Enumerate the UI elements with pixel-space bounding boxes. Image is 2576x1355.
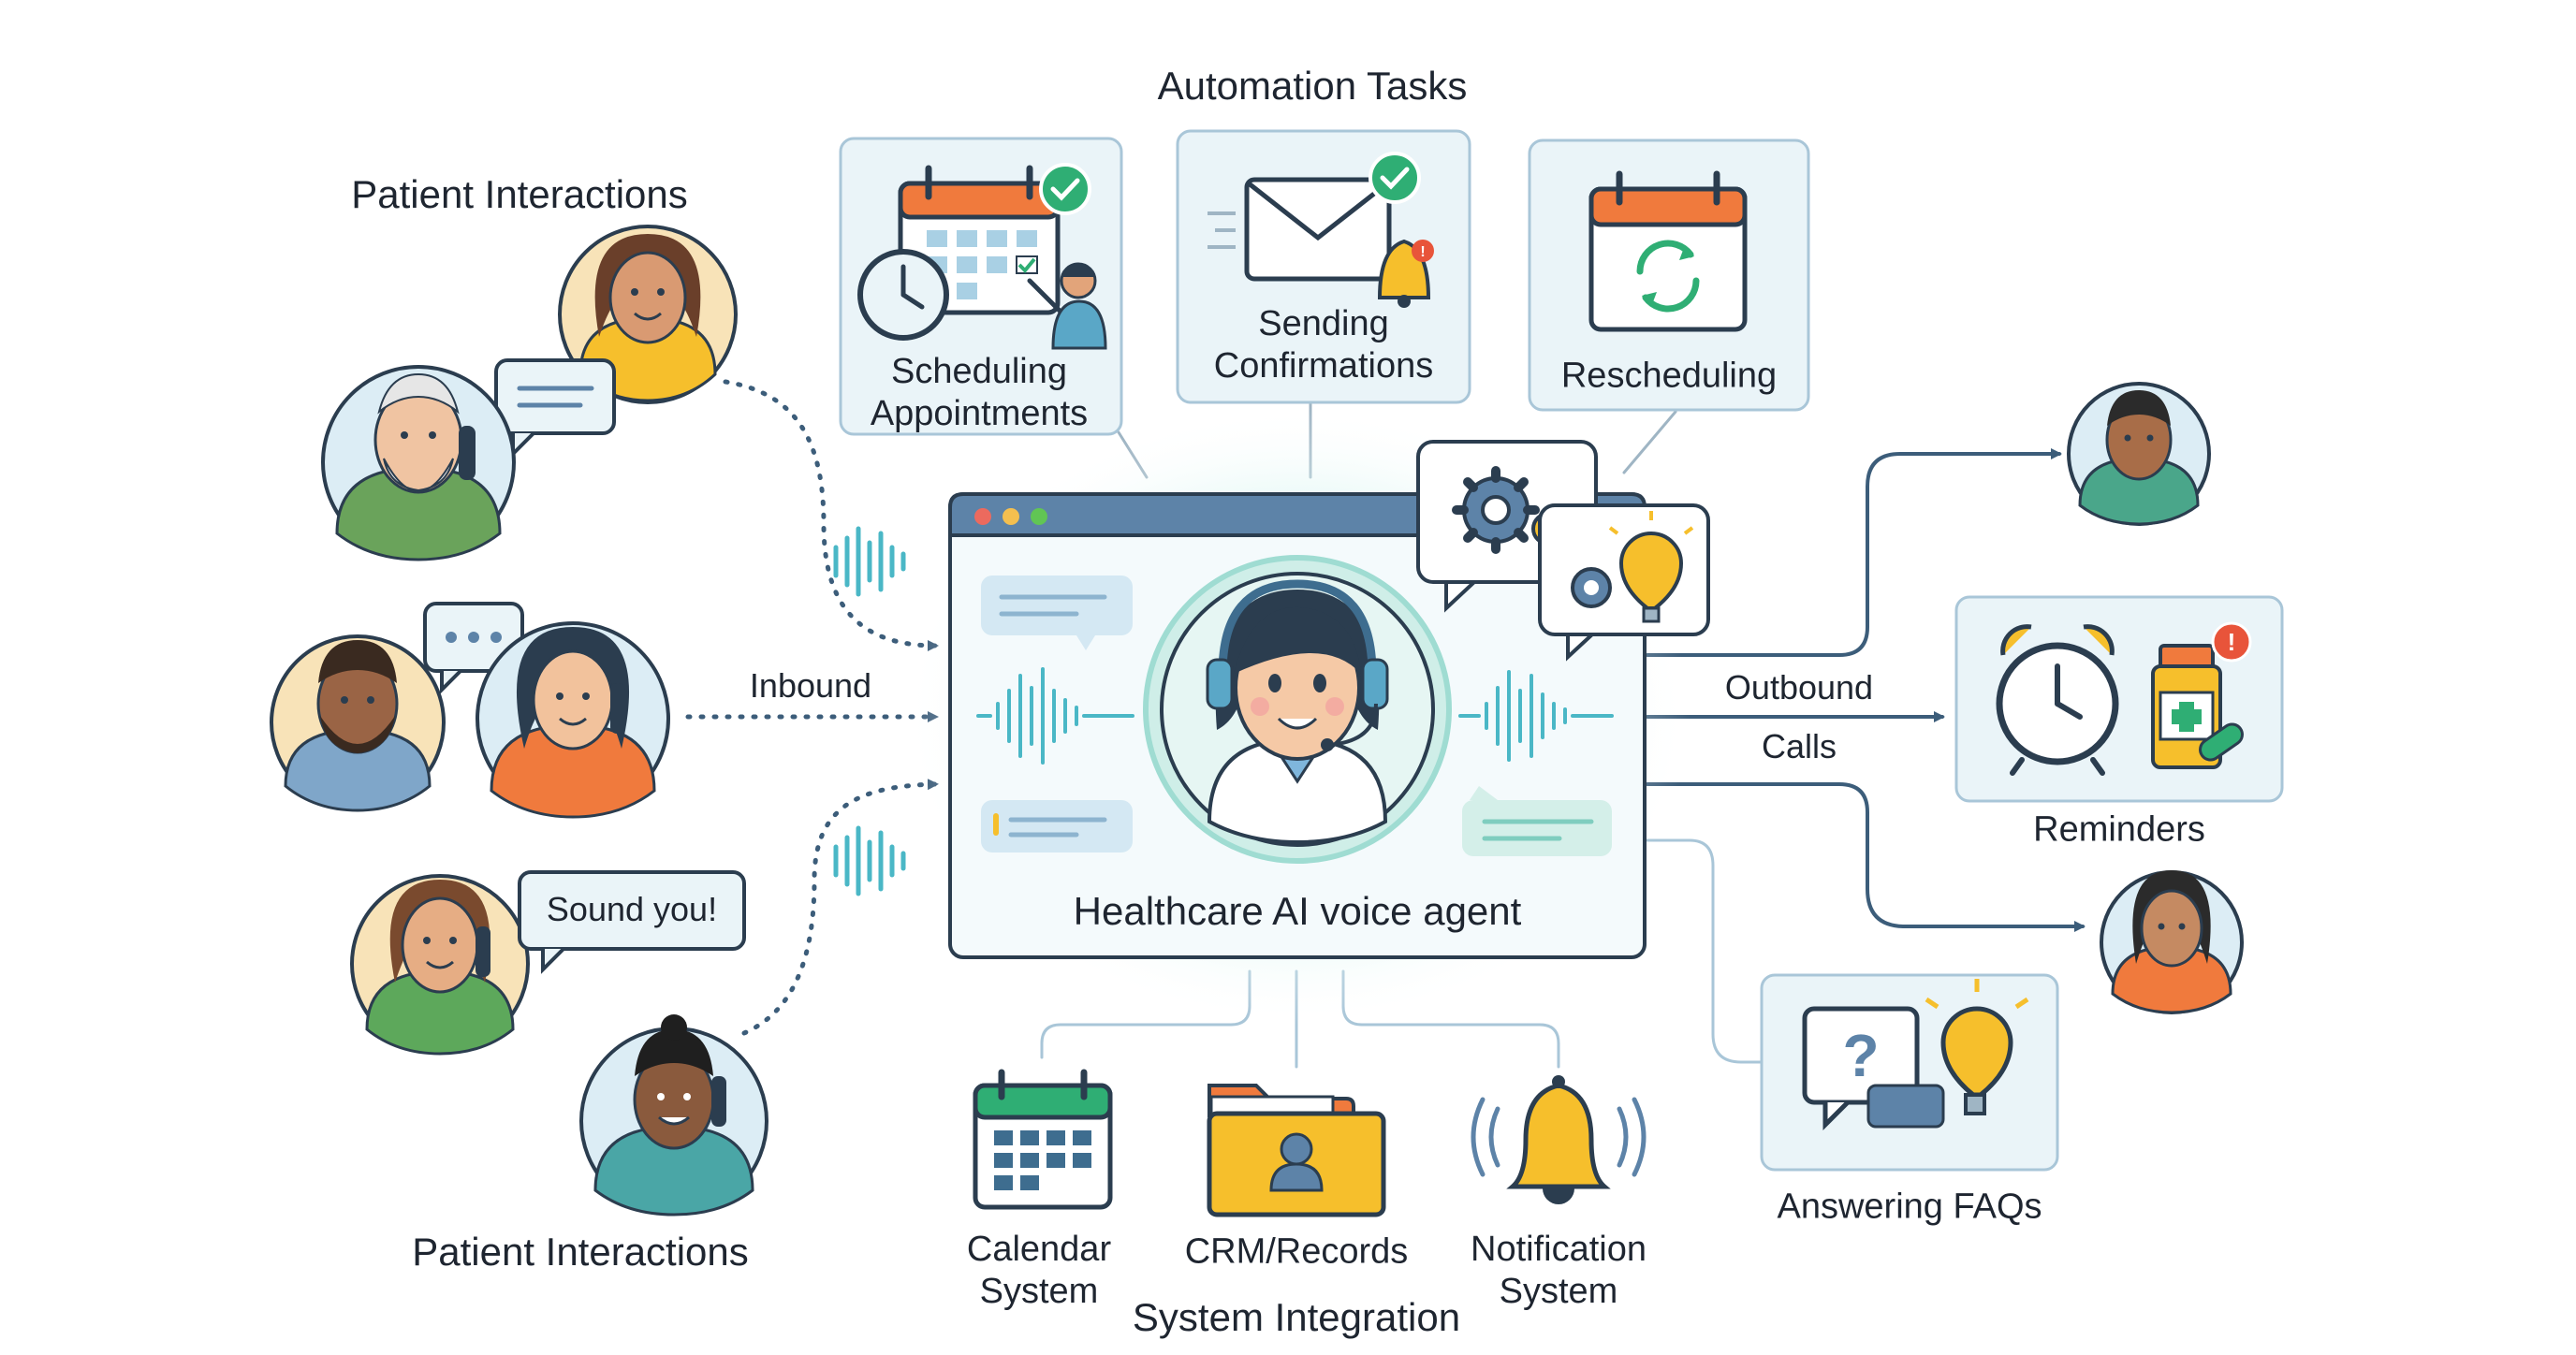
- patient-avatar-woman-orange: [476, 621, 670, 819]
- calendar-system-label: Calendar System: [966, 1230, 1112, 1311]
- person-pointing-icon: [1027, 262, 1107, 350]
- ai-agent-avatar: [1143, 555, 1452, 864]
- task-box-scheduling: [839, 137, 1123, 436]
- calendar-system-icon: [973, 1069, 1113, 1210]
- link-faqs: [1646, 838, 1764, 1064]
- question-bubble-icon: ?: [1802, 1006, 1945, 1131]
- task-label-rescheduling: Rescheduling: [1560, 356, 1778, 396]
- patient-avatar-woman-green: [350, 874, 530, 1056]
- inbound-label: Inbound: [749, 665, 872, 705]
- task-label-scheduling: Scheduling Appointments: [870, 352, 1089, 433]
- outbound-label: Outbound: [1724, 667, 1874, 707]
- voice-wave-icon: [1458, 670, 1614, 762]
- medicine-bottle-icon: !: [2151, 621, 2252, 769]
- patient-avatar-elderly-man: [321, 365, 516, 561]
- reminders-box: !: [1954, 595, 2284, 803]
- chat-bubble-icon: [1462, 786, 1612, 856]
- patient-speech-bubble: [518, 870, 746, 974]
- window-minimize-dot: [1003, 508, 1019, 525]
- task-label-confirmations: Sending Confirmations: [1213, 304, 1434, 386]
- svg-text:!: !: [1420, 244, 1425, 260]
- clock-icon: [857, 249, 949, 341]
- chat-bubble-icon: [981, 576, 1133, 650]
- crm-records-label: CRM/Records: [1184, 1231, 1409, 1272]
- window-close-dot: [974, 508, 991, 525]
- outbound-avatar-woman: [2100, 870, 2244, 1014]
- reminders-label: Reminders: [2033, 809, 2205, 850]
- patient-avatar-bearded-man: [270, 634, 446, 812]
- patient-avatar-woman-top: [558, 225, 738, 404]
- link-rescheduling: [1622, 410, 1677, 474]
- agent-window: [948, 440, 1710, 959]
- svg-text:?: ?: [1842, 1022, 1879, 1089]
- chat-bubble-icon: [981, 800, 1133, 852]
- patient-avatar-woman-teal: [579, 1014, 768, 1217]
- patient-interactions-heading-bottom: Patient Interactions: [412, 1230, 749, 1275]
- outbound-path-top: [1646, 448, 2062, 657]
- inbound-path-bottom: [741, 779, 939, 1036]
- svg-text:!: !: [2228, 628, 2236, 656]
- patient-interactions-heading-top: Patient Interactions: [351, 172, 688, 217]
- faqs-label: Answering FAQs: [1777, 1187, 2042, 1227]
- notification-system-label: Notification System: [1471, 1230, 1647, 1311]
- task-box-rescheduling: [1528, 138, 1810, 412]
- idea-bubble: [1538, 503, 1710, 662]
- faq-box: ?: [1760, 973, 2059, 1172]
- inbound-sound-wave-top: [833, 526, 906, 597]
- calendar-refresh-icon: [1588, 170, 1748, 332]
- envelope-icon: [1208, 152, 1421, 282]
- inbound-sound-wave-bottom: [833, 825, 906, 896]
- voice-wave-icon: [976, 667, 1134, 765]
- speech-bubble-icon: [494, 358, 616, 459]
- connectors: [685, 379, 2086, 1069]
- lightbulb-icon: [1608, 511, 1694, 623]
- task-box-confirmations: !: [1176, 129, 1471, 404]
- notification-bell-icon: [1471, 1075, 1647, 1204]
- automation-tasks-heading: Automation Tasks: [1157, 64, 1468, 109]
- window-maximize-dot: [1031, 508, 1047, 525]
- outbound-avatar-man: [2067, 382, 2211, 526]
- lightbulb-icon: [1925, 979, 2029, 1115]
- system-integration-heading: System Integration: [1132, 1295, 1461, 1340]
- notification-bell-icon: !: [1377, 239, 1434, 308]
- patient-bubble-text: Sound you!: [546, 889, 718, 928]
- gear-icon: [1571, 567, 1612, 608]
- agent-title: Healthcare AI voice agent: [1073, 889, 1522, 934]
- calls-label: Calls: [1761, 726, 1837, 765]
- crm-folder-icon: [1207, 1084, 1386, 1217]
- outbound-path-bottom: [1646, 782, 2086, 932]
- alarm-clock-icon: [1996, 624, 2119, 776]
- gear-icon: [1452, 466, 1540, 554]
